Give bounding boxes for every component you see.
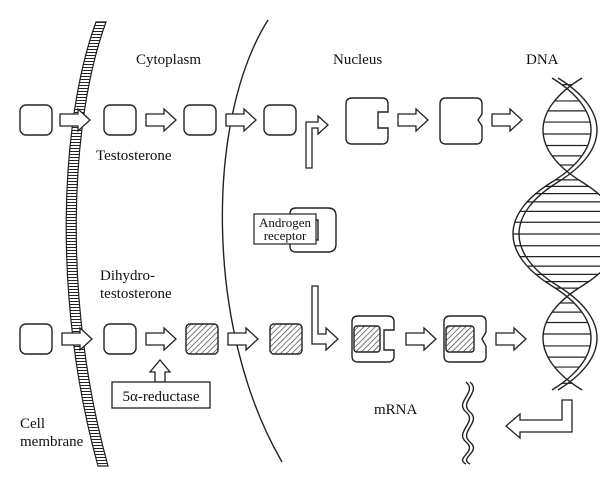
- cytoplasm-label: Cytoplasm: [136, 52, 201, 68]
- mrna-label: mRNA: [374, 402, 418, 418]
- dht-molecule: [353, 325, 381, 353]
- receptor-complex: [439, 97, 483, 145]
- flow-arrow: [225, 107, 257, 133]
- flow-arrow: [405, 326, 437, 352]
- enzyme-label: 5α-reductase: [123, 389, 200, 405]
- testosterone-outside-molecule: [19, 323, 53, 355]
- binding-arrow: [311, 285, 339, 352]
- flow-arrow: [61, 326, 93, 352]
- mrna-strand-edge: [465, 381, 475, 465]
- androgen-receptor-label-box: [253, 213, 317, 245]
- mrna-strand: [461, 381, 471, 465]
- cell-membrane-label: Cell: [20, 416, 45, 432]
- receptor-complex: [345, 97, 389, 145]
- flow-arrow: [491, 107, 523, 133]
- androgen-receptor-label: receptor: [264, 228, 307, 243]
- dihydrotestosterone-label: Dihydro-: [100, 268, 155, 284]
- testosterone-molecule: [103, 104, 137, 136]
- transcription-arrow: [505, 399, 573, 440]
- testosterone-molecule: [183, 104, 217, 136]
- testosterone-label: Testosterone: [96, 148, 172, 164]
- cell-membrane-label: membrane: [20, 434, 84, 450]
- nucleus-label: Nucleus: [333, 52, 382, 68]
- flow-arrow: [227, 326, 259, 352]
- flow-arrow: [59, 107, 91, 133]
- dihydrotestosterone-label: testosterone: [100, 286, 172, 302]
- flow-arrow: [495, 326, 527, 352]
- dna-label: DNA: [526, 52, 559, 68]
- androgen-receptor-label: Androgen: [259, 215, 311, 230]
- dna-helix: [512, 77, 600, 391]
- binding-arrow: [305, 114, 329, 169]
- enzyme-arrow: [148, 358, 172, 383]
- dht-molecule: [269, 323, 303, 355]
- flow-arrow: [397, 107, 429, 133]
- enzyme-box: [111, 381, 211, 409]
- dht-molecule: [185, 323, 219, 355]
- cell-membrane: [65, 21, 109, 467]
- flow-arrow: [145, 326, 177, 352]
- flow-arrow: [145, 107, 177, 133]
- dht-molecule: [445, 325, 475, 353]
- testosterone-molecule: [263, 104, 297, 136]
- testosterone-molecule: [103, 323, 137, 355]
- nuclear-envelope: [221, 19, 283, 463]
- testosterone-outside-molecule: [19, 104, 53, 136]
